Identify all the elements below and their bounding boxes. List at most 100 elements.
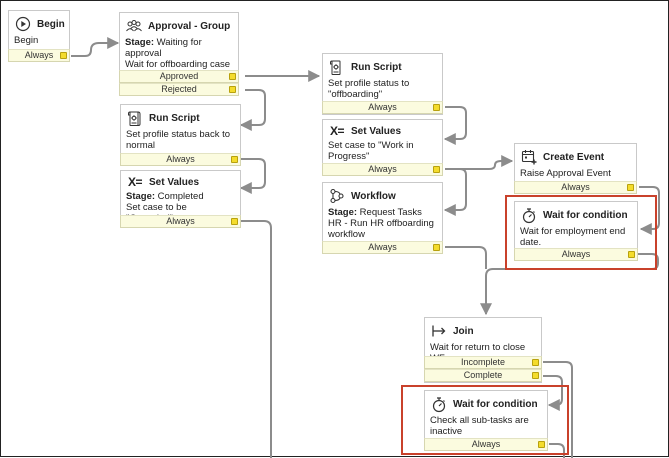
activity-title: Begin <box>37 18 65 30</box>
activity-header: Join <box>425 318 541 340</box>
activity-description: Begin <box>14 35 39 46</box>
activity-header: X= Set Values <box>323 120 442 138</box>
x-equals-icon: X= <box>127 175 143 189</box>
transition-complete[interactable]: Complete <box>424 369 542 382</box>
transition-label: Always <box>368 102 397 112</box>
connector-complete-wait2 <box>543 375 563 411</box>
stopwatch-icon <box>520 206 538 224</box>
connector-setvalues1-workflow <box>443 168 467 216</box>
group-approval-icon <box>125 17 143 35</box>
transition-label: Rejected <box>161 84 197 94</box>
activity-header: Run Script <box>323 54 442 76</box>
script-scroll-icon <box>126 109 144 127</box>
stage-label: Stage: <box>125 37 155 48</box>
stage-label: Stage: <box>328 207 358 218</box>
activity-header: Approval - Group <box>120 13 238 35</box>
activity-begin[interactable]: Begin Begin Always <box>8 10 70 62</box>
activity-title: Approval - Group <box>148 20 231 32</box>
transition-port[interactable] <box>433 244 440 251</box>
transition-port[interactable] <box>627 184 634 191</box>
activity-approval-group[interactable]: Approval - Group Stage: Waiting for appr… <box>119 12 239 96</box>
connector-rejected-runscript2 <box>239 89 266 131</box>
transition-label: Approved <box>159 71 199 81</box>
transition-always[interactable]: Always <box>120 153 241 166</box>
connector-runscript2-setvalues2 <box>239 158 266 194</box>
join-arrow-icon <box>430 322 448 340</box>
transition-port[interactable] <box>628 251 635 258</box>
transition-label: Always <box>166 154 195 164</box>
stage-label: Stage: <box>126 191 156 202</box>
activity-run-script-revert[interactable]: Run Script Set profile status back to no… <box>120 104 241 166</box>
activity-set-values-wip[interactable]: X= Set Values Set case to "Work in Progr… <box>322 119 443 176</box>
script-scroll-icon <box>328 58 346 76</box>
activity-header: Workflow <box>323 183 442 205</box>
activity-header: Wait for condition <box>515 202 637 224</box>
transition-label: Always <box>368 164 397 174</box>
transition-rejected[interactable]: Rejected <box>119 83 239 96</box>
transition-port[interactable] <box>433 104 440 111</box>
activity-header: Run Script <box>121 105 240 127</box>
activity-title: Join <box>453 325 474 337</box>
activity-description: Wait for employment end date. <box>520 226 626 248</box>
activity-description: Stage: Request Tasks HR - Run HR offboar… <box>323 205 442 244</box>
connector-incomplete-end <box>543 361 573 458</box>
transition-port[interactable] <box>229 86 236 93</box>
connector-begin-approval <box>71 37 120 57</box>
transition-always[interactable]: Always <box>322 241 443 254</box>
transition-label: Always <box>471 439 501 449</box>
activity-title: Run Script <box>149 112 200 124</box>
transition-label: Always <box>561 249 591 259</box>
play-circle-icon <box>14 15 32 33</box>
transition-label: Complete <box>463 370 503 380</box>
activity-title: Set Values <box>351 125 402 137</box>
activity-join[interactable]: Join Wait for return to close WF Incompl… <box>424 317 542 383</box>
transition-port[interactable] <box>231 218 238 225</box>
connector-workflow-join <box>445 246 487 269</box>
activity-header: Create Event <box>515 144 636 166</box>
transition-port[interactable] <box>60 52 67 59</box>
transition-incomplete[interactable]: Incomplete <box>424 356 542 369</box>
stage-value: Completed <box>155 191 204 202</box>
transition-port[interactable] <box>538 441 545 448</box>
transition-always[interactable]: Always <box>8 49 70 62</box>
transition-port[interactable] <box>433 166 440 173</box>
activity-create-event[interactable]: Create Event Raise Approval Event Always <box>514 143 637 194</box>
highlight-box <box>505 195 657 270</box>
activity-description: Set profile status to "offboarding" <box>328 78 410 100</box>
transition-port[interactable] <box>532 359 539 366</box>
activity-title: Run Script <box>351 61 402 73</box>
activity-set-values-canceled[interactable]: X= Set Values Stage: Completed Set case … <box>120 170 241 228</box>
transition-label: Always <box>166 216 195 226</box>
activity-body-text: HR - Run HR offboarding workflow <box>328 218 434 240</box>
transition-port[interactable] <box>229 73 236 80</box>
activity-wait-subtasks-inactive[interactable]: Wait for condition Check all sub-tasks a… <box>424 390 548 451</box>
transition-label: Incomplete <box>460 357 506 367</box>
activity-description: Set case to "Work in Progress" <box>328 140 414 162</box>
activity-description: Raise Approval Event <box>520 168 611 179</box>
activity-wait-employment-end[interactable]: Wait for condition Wait for employment e… <box>514 201 638 261</box>
transition-always[interactable]: Always <box>424 438 548 451</box>
activity-title: Create Event <box>543 151 605 163</box>
transition-always[interactable]: Always <box>322 163 443 176</box>
transition-approved[interactable]: Approved <box>119 70 239 83</box>
stage-value: Request Tasks <box>357 207 422 218</box>
transition-always[interactable]: Always <box>514 181 637 194</box>
activity-header: Begin <box>9 11 69 33</box>
x-equals-icon: X= <box>329 124 345 138</box>
transition-label: Always <box>24 50 54 60</box>
transition-port[interactable] <box>231 156 238 163</box>
activity-run-script-offboarding[interactable]: Run Script Set profile status to "offboa… <box>322 53 443 115</box>
transition-always[interactable]: Always <box>322 101 443 114</box>
activity-title: Set Values <box>149 176 200 188</box>
highlight-box <box>401 385 569 455</box>
transition-port[interactable] <box>532 372 539 379</box>
activity-description: Set profile status back to normal <box>126 129 231 151</box>
activity-title: Wait for condition <box>543 209 628 221</box>
stage-value: Waiting for approval <box>125 37 202 59</box>
transition-always[interactable]: Always <box>514 248 638 261</box>
activity-title: Workflow <box>351 190 396 202</box>
activity-workflow[interactable]: Workflow Stage: Request Tasks HR - Run H… <box>322 182 443 254</box>
stopwatch-icon <box>430 395 448 413</box>
transition-always[interactable]: Always <box>120 215 241 228</box>
